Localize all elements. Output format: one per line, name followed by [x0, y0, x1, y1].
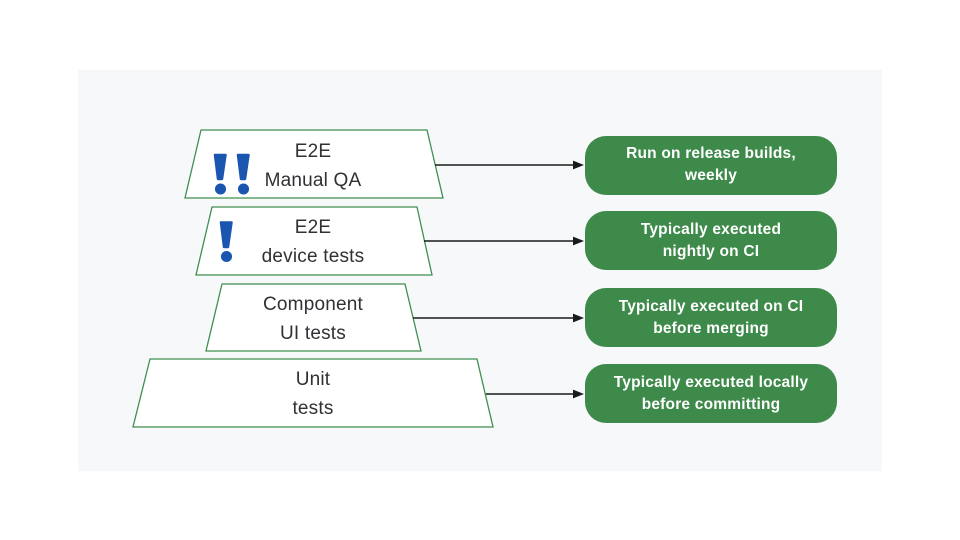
description-line: Typically executed on CI	[618, 297, 804, 315]
exclamation-icon	[219, 221, 233, 263]
description-box-e2e-device-tests: Typically executed nightly on CI	[585, 211, 837, 270]
arrow-level-3	[413, 313, 584, 323]
label-line: Component	[262, 294, 364, 315]
description-line: Typically executed locally	[613, 373, 809, 391]
description-line: Run on release builds,	[626, 145, 796, 162]
label-line: E2E	[294, 217, 332, 238]
description-line: Typically executed	[640, 220, 782, 238]
trapezoid-component-ui-tests	[205, 283, 422, 352]
label-unit-tests: Unit tests	[183, 365, 443, 423]
label-component-ui-tests: Component UI tests	[183, 290, 443, 348]
double-exclamation-icon	[213, 153, 250, 195]
arrow-level-2	[424, 236, 584, 246]
label-line: device tests	[261, 246, 365, 267]
trapezoid-e2e-device-tests	[195, 206, 433, 276]
description-line: before merging	[653, 319, 769, 337]
label-line: UI tests	[279, 323, 346, 344]
label-line: E2E	[294, 141, 332, 162]
arrow-level-4	[486, 389, 584, 399]
description-line: nightly on CI	[662, 242, 760, 260]
arrow-level-1	[435, 160, 584, 170]
label-line: Unit	[295, 369, 331, 390]
description-box-unit-tests: Typically executed locally before commit…	[585, 364, 837, 423]
description-line: before committing	[641, 395, 781, 413]
description-box-e2e-manual-qa: Run on release builds, weekly	[585, 135, 837, 195]
trapezoid-e2e-manual-qa	[184, 129, 444, 199]
label-line: tests	[292, 398, 334, 419]
description-box-component-ui-tests: Typically executed on CI before merging	[585, 288, 837, 347]
label-e2e-manual-qa: E2E Manual QA	[183, 137, 443, 195]
label-e2e-device-tests: E2E device tests	[183, 213, 443, 271]
trapezoid-unit-tests	[132, 358, 494, 428]
description-line: weekly	[684, 167, 738, 184]
label-line: Manual QA	[264, 170, 362, 191]
